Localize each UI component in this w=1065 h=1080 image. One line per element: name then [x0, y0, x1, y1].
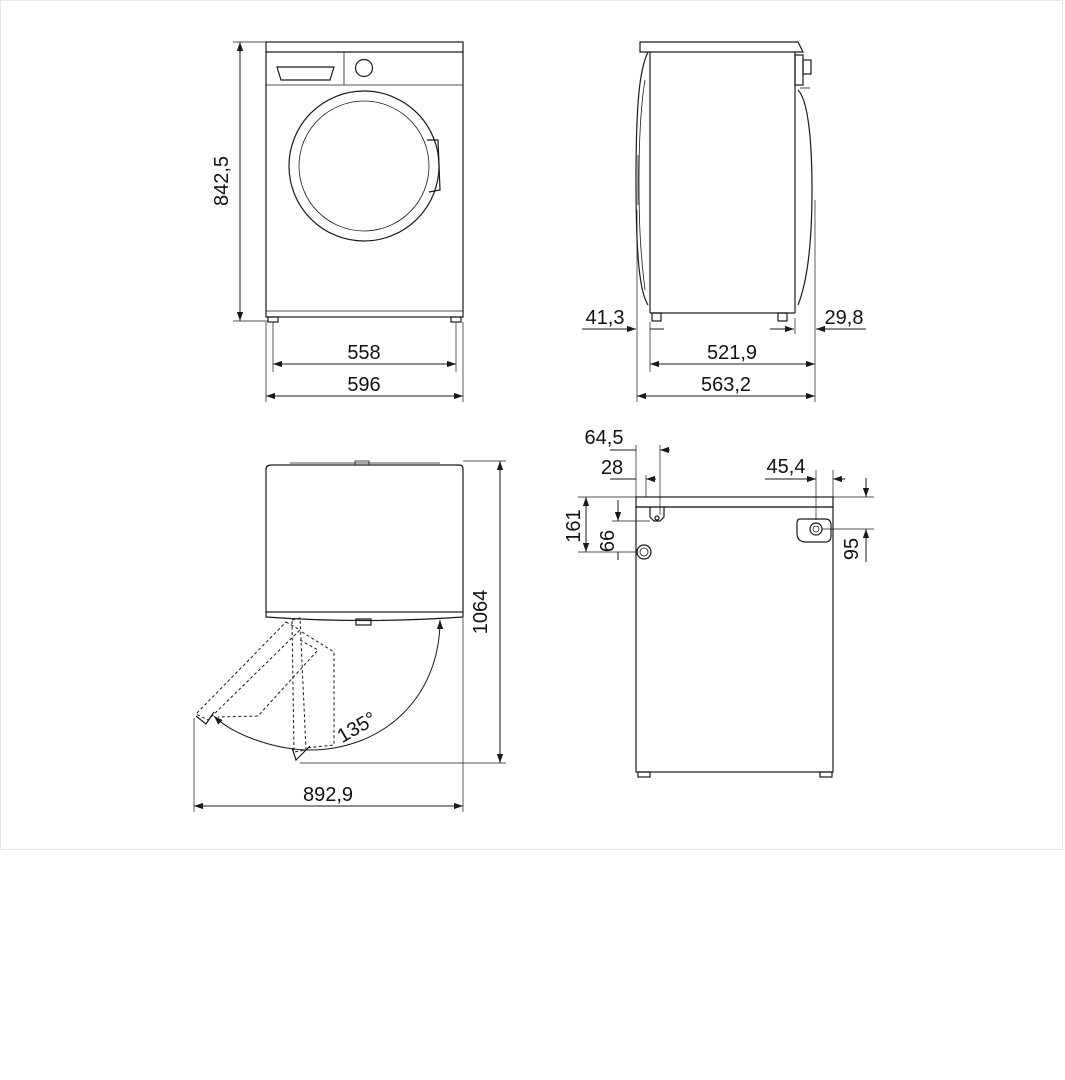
front-body-outline — [265, 41, 464, 318]
label-top-depth: 1064 — [470, 590, 492, 635]
rear-top-lid — [635, 496, 834, 508]
top-lid-hinge — [354, 460, 370, 466]
side-foot-front — [651, 312, 662, 322]
rear-water-inlet-plate — [796, 518, 832, 543]
label-side-body-depth: 521,9 — [707, 342, 757, 364]
side-rear-panel — [794, 54, 804, 86]
door-tip-90 — [291, 745, 311, 762]
side-rear-bulge — [797, 89, 813, 306]
label-rear-height-c: 95 — [841, 538, 863, 560]
rear-foot-right — [819, 771, 833, 778]
rear-foot-left — [637, 771, 651, 778]
door-open-90 — [291, 617, 307, 753]
door-tip-135 — [195, 711, 215, 725]
rear-hose-clip-screw — [654, 515, 660, 521]
label-front-height: 842,5 — [211, 156, 233, 206]
side-door-bulge — [635, 51, 649, 306]
rear-body-outline — [635, 506, 834, 773]
rear-drain-outlet-inner — [639, 547, 649, 557]
detergent-drawer — [276, 66, 335, 81]
side-foot-rear — [777, 312, 788, 322]
label-rear-height-b: 66 — [597, 530, 619, 552]
front-view: 842,5 558 596 — [211, 41, 464, 402]
door-outer-ring — [288, 90, 440, 242]
top-view: 135° 1064 892,9 — [193, 460, 506, 812]
front-foot-right — [450, 316, 462, 323]
drawing-frame — [0, 0, 1063, 850]
door-open-135 — [195, 621, 301, 721]
label-side-front-offset: 41,3 — [586, 307, 625, 329]
program-knob — [354, 58, 374, 78]
label-rear-offset-c: 45,4 — [767, 456, 806, 478]
side-hose-connector — [802, 59, 812, 75]
rear-water-inlet-inner — [812, 525, 820, 533]
side-door-inner — [638, 79, 646, 291]
side-top-lid — [639, 41, 804, 53]
label-rear-height-a: 161 — [563, 509, 585, 542]
label-front-inner-width: 558 — [347, 342, 380, 364]
front-foot-left — [267, 316, 279, 323]
label-side-rear-offset: 29,8 — [825, 307, 864, 329]
rear-hose-clip — [649, 507, 665, 522]
door-handle — [427, 139, 441, 193]
door-glass — [298, 100, 430, 232]
rear-drain-outlet — [636, 544, 652, 560]
dim-door-angle-arc — [213, 619, 444, 751]
rear-water-inlet — [809, 522, 823, 536]
label-rear-offset-b: 28 — [601, 457, 623, 479]
side-view: 41,3 29,8 521,9 563,2 — [582, 41, 866, 402]
label-front-width: 596 — [347, 374, 380, 396]
top-body-outline — [265, 464, 464, 613]
door-open-90-profile — [301, 631, 335, 749]
rear-view: 64,5 28 45,4 161 66 — [563, 427, 874, 778]
label-side-total-depth: 563,2 — [701, 374, 751, 396]
label-top-width: 892,9 — [303, 784, 353, 806]
label-rear-offset-a: 64,5 — [585, 427, 624, 449]
